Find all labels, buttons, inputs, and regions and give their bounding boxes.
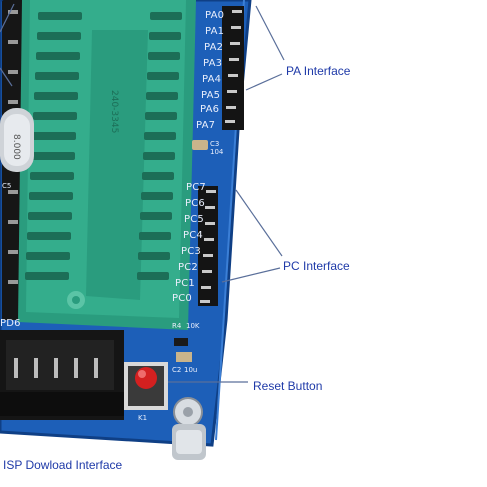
pc-interface-callout: PC Interface [283, 259, 350, 273]
pc-header [198, 186, 218, 306]
pc5-label: PC5 [184, 214, 204, 225]
c2-value-label: 10u [184, 366, 198, 374]
reset-button-callout: Reset Button [253, 379, 323, 393]
pc2-label: PC2 [178, 262, 198, 273]
pc6-label: PC6 [185, 198, 205, 209]
isp-connector [0, 330, 124, 420]
k1-label: K1 [138, 414, 148, 422]
pa6-label: PA6 [200, 104, 220, 115]
pa1-label: PA1 [205, 26, 225, 37]
pa5-label: PA5 [201, 90, 221, 101]
crystal [0, 108, 34, 172]
pc7-label: PC7 [186, 182, 206, 193]
left-leader-2 [0, 67, 13, 87]
r4-value-label: 10K [186, 322, 200, 330]
mounting-screw [172, 397, 206, 460]
pc3-label: PC3 [181, 246, 201, 257]
pa-leader-top [255, 5, 285, 61]
r4-label: R4 [172, 322, 182, 330]
pc-leader-bottom [221, 267, 281, 283]
isp-interface-callout: ISP Dowload Interface [3, 458, 123, 472]
pa-leader-bottom [245, 73, 283, 91]
pc4-label: PC4 [183, 230, 203, 241]
pa-interface-callout: PA Interface [286, 64, 351, 78]
c2-label: C2 [172, 366, 182, 374]
c3-value-label: 104 [210, 148, 224, 156]
c5-label: C5 [2, 182, 12, 190]
reset-button [124, 362, 168, 410]
pd6-label: PD6 [0, 318, 21, 329]
pc-leader-top [235, 189, 283, 257]
pa-header [222, 6, 244, 130]
left-leader-1 [0, 3, 15, 33]
pa3-label: PA3 [203, 58, 223, 69]
socket-marking: 240-3345 [109, 90, 119, 134]
pa2-label: PA2 [204, 42, 224, 53]
pa0-label: PA0 [205, 10, 225, 21]
c3-label: C3 [210, 140, 220, 148]
pc1-label: PC1 [175, 278, 195, 289]
zif-socket [18, 0, 196, 330]
pa7-label: PA7 [196, 120, 216, 131]
crystal-marking: 8.000 [11, 134, 21, 160]
pc0-label: PC0 [172, 293, 192, 304]
pa4-label: PA4 [202, 74, 222, 85]
